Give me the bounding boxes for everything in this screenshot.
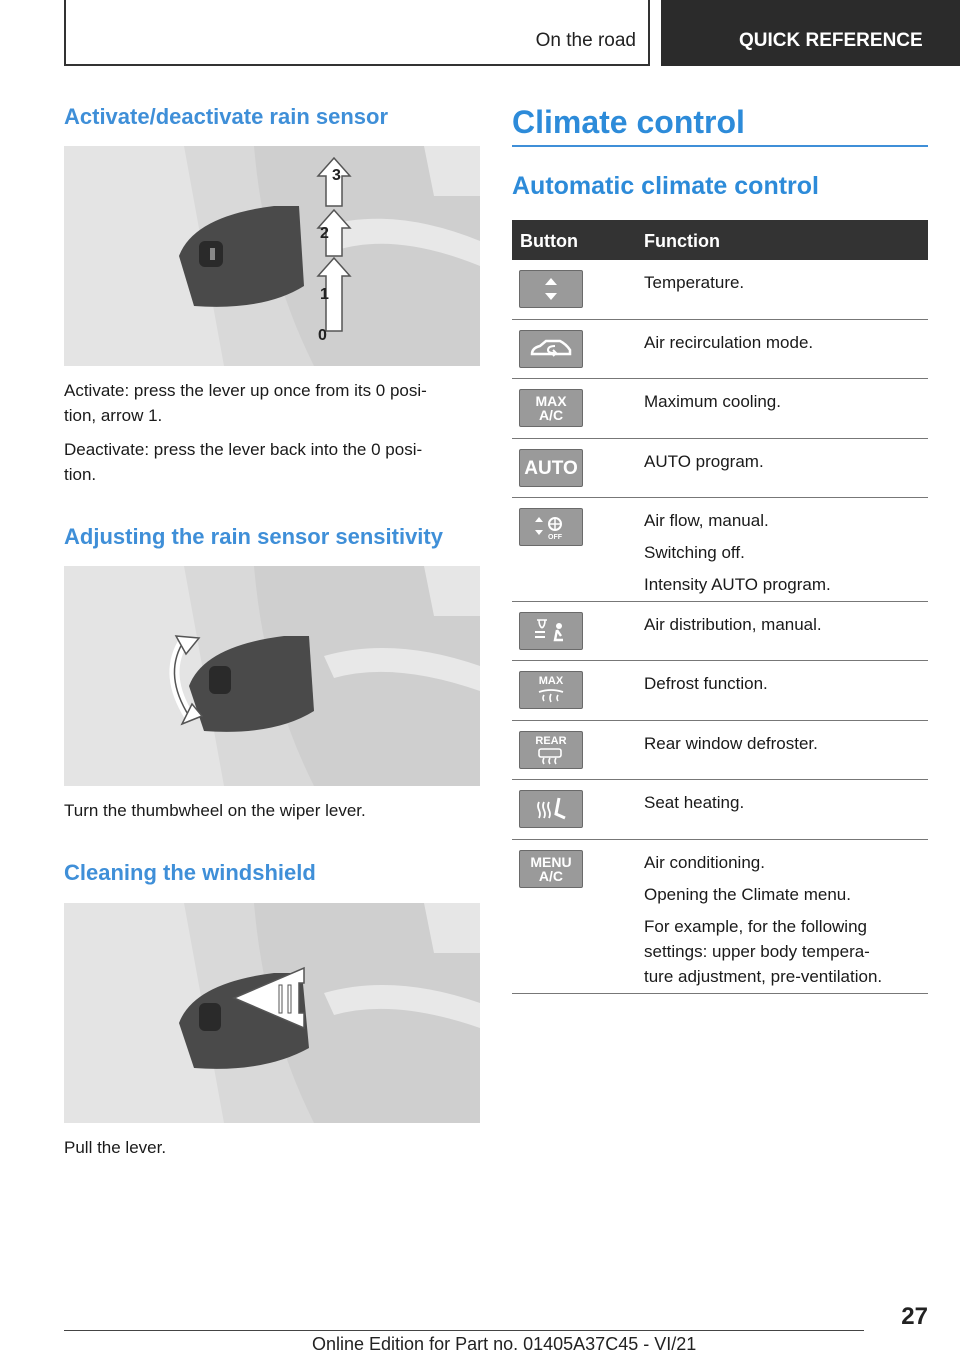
footer-edition: Online Edition for Part no. 01405A37C45 … [312, 1334, 697, 1354]
function-text-line: settings: upper body tempera- [644, 942, 870, 961]
fan-arrows-off-icon[interactable]: OFF [519, 508, 583, 546]
heading-rain-sensor: Activate/deactivate rain sensor [64, 104, 389, 129]
figure-thumbwheel [64, 566, 480, 786]
table-row: REAR Rear window defroster. [512, 721, 928, 780]
paragraph-activate: Activate: press the lever up once from i… [64, 378, 480, 428]
table-row: Air recirculation mode. [512, 320, 928, 379]
max-ac-button-line1: MAX [535, 393, 567, 409]
heading-climate-control: Climate control [512, 104, 745, 140]
header-frame: On the road [64, 0, 650, 66]
heading-cleaning-windshield: Cleaning the windshield [64, 860, 316, 885]
col-header-button: Button [520, 231, 578, 251]
function-text: Air recirculation mode. [644, 333, 814, 352]
heading-rule [512, 145, 928, 147]
function-text-line: For example, for the following [644, 917, 867, 936]
fig1-label-3: 3 [332, 167, 341, 184]
table-row: MAX Defrost function. [512, 661, 928, 721]
header-tab-quick-reference[interactable]: QUICK REFERENCE [661, 0, 960, 66]
paragraph-activate-line1: Activate: press the lever up once from i… [64, 381, 427, 400]
function-text: Rear window defroster. [644, 734, 818, 753]
function-text: Defrost function. [644, 674, 768, 693]
paragraph-deactivate-line2: tion. [64, 465, 97, 484]
paragraph-activate-line2: tion, arrow 1. [64, 406, 163, 425]
figure-pull-lever [64, 903, 480, 1123]
function-text: Seat heating. [644, 793, 745, 812]
heading-automatic-climate: Automatic climate control [512, 172, 819, 200]
car-recirculation-icon[interactable] [519, 330, 583, 368]
function-cell: Air conditioning. Opening the Climate me… [644, 850, 928, 989]
paragraph-pull-lever: Pull the lever. [64, 1138, 167, 1157]
fig1-label-0: 0 [318, 327, 327, 344]
svg-text:OFF: OFF [548, 534, 563, 541]
function-text: Maximum cooling. [644, 392, 781, 411]
paragraph-deactivate: Deactivate: press the lever back into th… [64, 437, 480, 487]
table-row: Air distribution, manual. [512, 602, 928, 661]
paragraph-deactivate-line1: Deactivate: press the lever back into th… [64, 440, 423, 459]
function-text-line: ture adjustment, pre-ventilation. [644, 967, 883, 986]
function-cell: Defrost function. [644, 671, 928, 696]
function-text: Switching off. [644, 543, 745, 562]
menu-ac-button-line2: A/C [538, 868, 564, 884]
auto-button[interactable]: AUTO [519, 449, 583, 487]
function-cell: Maximum cooling. [644, 389, 928, 414]
function-text: Temperature. [644, 273, 745, 292]
function-cell: Air flow, manual. Switching off. Intensi… [644, 508, 928, 597]
temperature-arrows-icon[interactable] [519, 270, 583, 308]
function-text: AUTO program. [644, 452, 764, 471]
fig1-label-2: 2 [320, 225, 329, 242]
table-row: AUTO AUTO program. [512, 439, 928, 498]
heading-rain-sensitivity: Adjusting the rain sensor sensitivity [64, 524, 443, 549]
function-text: Intensity AUTO program. [644, 575, 831, 594]
seat-heating-icon[interactable] [519, 790, 583, 828]
function-cell: Air distribution, manual. [644, 612, 928, 637]
max-ac-button-line2: A/C [538, 407, 564, 423]
air-distribution-icon[interactable] [519, 612, 583, 650]
function-cell: Temperature. [644, 270, 928, 295]
max-defrost-icon[interactable]: MAX [519, 671, 583, 709]
auto-button-label: AUTO [524, 457, 578, 479]
rear-defrost-icon[interactable]: REAR [519, 731, 583, 769]
fig1-label-1: 1 [320, 286, 329, 303]
function-text: Air conditioning. [644, 853, 765, 872]
function-cell: Seat heating. [644, 790, 928, 815]
table-row: Seat heating. [512, 780, 928, 840]
header-section-label: On the road [535, 30, 636, 51]
footer-rule [64, 1330, 864, 1331]
function-text: For example, for the following settings:… [644, 914, 928, 989]
function-cell: AUTO program. [644, 449, 928, 474]
table-row: OFF Air flow, manual. Switching off. Int… [512, 498, 928, 602]
function-cell: Air recirculation mode. [644, 330, 928, 355]
figure-wiper-lever-positions: 1 2 3 0 [64, 146, 480, 366]
climate-buttons-table: Button Function Temperature. Air recircu… [512, 220, 928, 994]
function-text: Air flow, manual. [644, 511, 769, 530]
function-cell: Rear window defroster. [644, 731, 928, 756]
page-number: 27 [901, 1303, 928, 1330]
function-text: Air distribution, manual. [644, 615, 822, 634]
table-row: Temperature. [512, 260, 928, 320]
max-defrost-label: MAX [538, 675, 564, 687]
table-header: Button Function [512, 220, 928, 260]
col-header-function: Function [644, 231, 720, 251]
menu-ac-button-line1: MENU [530, 854, 572, 870]
rear-defrost-label: REAR [535, 735, 567, 747]
function-text: Opening the Climate menu. [644, 885, 851, 904]
paragraph-thumbwheel: Turn the thumbwheel on the wiper lever. [64, 801, 366, 820]
